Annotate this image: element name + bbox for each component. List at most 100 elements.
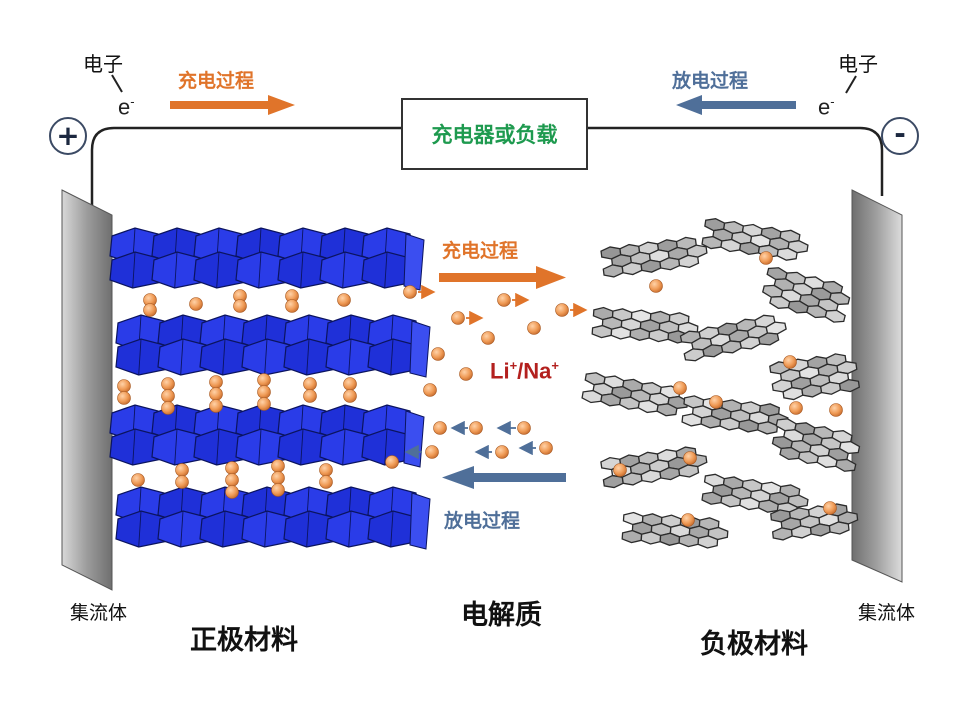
ion-particle <box>257 397 271 411</box>
ion-particle <box>131 473 145 487</box>
ion-particle <box>649 279 663 293</box>
ion-particle <box>319 463 333 477</box>
graphene-sheet <box>600 236 708 278</box>
cathode-block-edge <box>216 428 220 466</box>
cathode-block-edge <box>132 428 136 466</box>
cathode-block-edge <box>264 338 268 376</box>
ion-particle <box>433 421 447 435</box>
cathode-block-edge <box>216 251 220 289</box>
ion-particle <box>683 451 697 465</box>
ion-particle <box>225 461 239 475</box>
ion-particle <box>225 473 239 487</box>
ion-particle <box>709 395 723 409</box>
ion-particle <box>303 377 317 391</box>
ion-particle <box>303 389 317 403</box>
ion-particle <box>497 293 511 307</box>
collector-label-left: 集流体 <box>70 602 128 624</box>
graphene-hex <box>838 378 860 393</box>
cathode-block-edge <box>390 510 394 548</box>
graphene-hex <box>757 332 780 346</box>
cathode-block-edge <box>258 428 262 466</box>
ion-particle <box>117 391 131 405</box>
ion-particle <box>271 459 285 473</box>
electron-symbol-text: e <box>818 94 831 120</box>
cathode-block-edge <box>264 510 268 548</box>
minus-circle-icon: - <box>881 117 919 155</box>
ion-particle <box>225 485 239 499</box>
cathode-layer <box>109 227 425 291</box>
graphene-hex <box>697 535 719 549</box>
ion-na-text: /Na <box>517 358 552 384</box>
ion-direction-arrows <box>404 284 588 460</box>
electron-label-right: 电子 <box>838 52 878 76</box>
ion-particle <box>555 303 569 317</box>
ion-particle <box>539 441 553 455</box>
ion-particle <box>285 299 299 313</box>
electron-charge-sign: - <box>830 94 835 109</box>
cathode-block-edge <box>138 510 142 548</box>
collector-label-right: 集流体 <box>858 602 916 624</box>
cathode-block-edge <box>174 251 178 289</box>
anode-graphene <box>581 218 861 549</box>
electron-symbol-left: e- <box>118 94 135 120</box>
ion-particle <box>175 475 189 489</box>
ion-particles <box>117 251 843 527</box>
anode-material-label: 负极材料 <box>700 629 808 660</box>
terminal-negative-sign: - <box>894 117 906 150</box>
cathode-block <box>403 233 425 291</box>
ion-particle <box>343 377 357 391</box>
cathode-block-edge <box>342 251 346 289</box>
cathode-block-edge <box>132 251 136 289</box>
cathode-block <box>409 492 431 550</box>
circuit-wire-left <box>90 126 401 212</box>
ion-particle <box>823 501 837 515</box>
ion-particle <box>403 285 417 299</box>
ion-particle <box>319 475 333 489</box>
graphene-hex <box>602 264 624 278</box>
ion-particle <box>759 251 773 265</box>
cathode-block <box>409 320 431 378</box>
ion-particle <box>481 331 495 345</box>
graphene-sheet <box>769 353 860 401</box>
ion-particle <box>271 471 285 485</box>
graphene-hex <box>656 403 678 417</box>
plus-circle-icon: + <box>49 117 87 155</box>
cathode-layer <box>115 314 431 378</box>
electron-label-left: 电子 <box>83 52 123 76</box>
graphene-hex <box>683 348 705 362</box>
electron-symbol-text: e <box>118 94 131 120</box>
cathode-block-edge <box>300 251 304 289</box>
graphene-sheet <box>591 306 699 344</box>
graphene-hex <box>776 247 798 261</box>
graphene-sheet <box>762 267 851 323</box>
graphene-hex <box>678 254 700 269</box>
charge-process-label-top: 充电过程 <box>178 70 255 92</box>
graphene-sheet <box>701 218 809 261</box>
cathode-block-edge <box>348 338 352 376</box>
ion-particle <box>209 387 223 401</box>
ion-particle <box>789 401 803 415</box>
ion-particle <box>451 311 465 325</box>
current-collector-left <box>61 189 113 591</box>
ion-particle <box>673 381 687 395</box>
ion-particle <box>343 389 357 403</box>
ion-particle <box>385 455 399 469</box>
graphene-sheet <box>679 314 787 362</box>
ion-particle <box>209 375 223 389</box>
graphene-sheet <box>621 511 729 549</box>
ion-particle <box>117 379 131 393</box>
cathode-block-edge <box>384 251 388 289</box>
ion-particle <box>495 445 509 459</box>
ion-particle <box>161 389 175 403</box>
discharge-process-label-mid: 放电过程 <box>444 510 521 532</box>
ion-particle <box>783 355 797 369</box>
terminal-positive-sign: + <box>56 119 80 152</box>
ion-particle <box>423 383 437 397</box>
ion-label: Li+/Na+ <box>490 358 559 384</box>
ion-particle <box>271 483 285 497</box>
ion-li-charge: + <box>509 358 518 373</box>
ion-particle <box>161 377 175 391</box>
ion-particle <box>517 421 531 435</box>
ion-particle <box>337 293 351 307</box>
